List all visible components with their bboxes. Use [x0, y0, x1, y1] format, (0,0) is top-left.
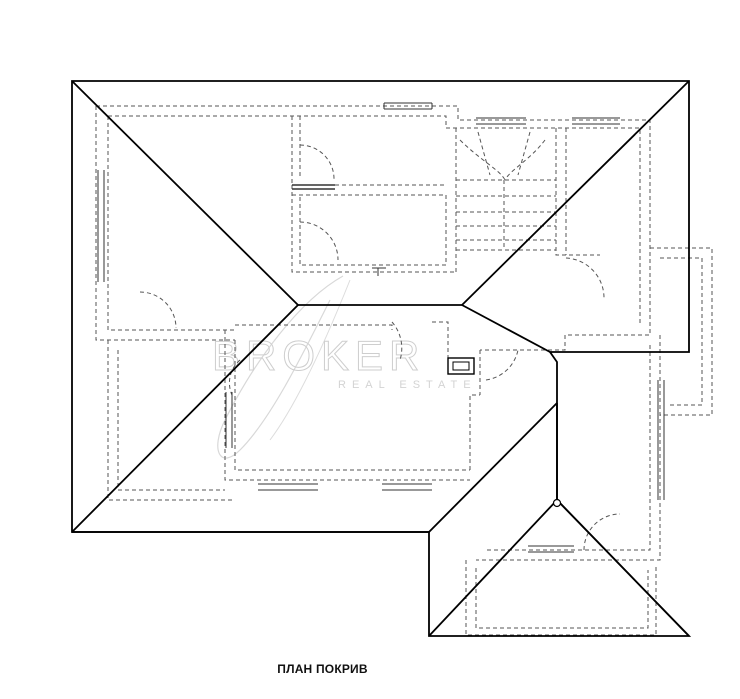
- hidden-floor-plan: [95, 105, 713, 636]
- window-marks: [97, 102, 665, 553]
- watermark: BROKER REAL ESTATE: [212, 275, 477, 459]
- watermark-brand: BROKER: [212, 332, 425, 379]
- chimney: [447, 357, 475, 375]
- ridge-junction-marker: [552, 498, 562, 508]
- drawing-caption: ПЛАН ПОКРИВ: [277, 662, 368, 676]
- roof-plan-drawing: BROKER REAL ESTATE: [71, 80, 713, 637]
- watermark-tagline: REAL ESTATE: [338, 379, 477, 391]
